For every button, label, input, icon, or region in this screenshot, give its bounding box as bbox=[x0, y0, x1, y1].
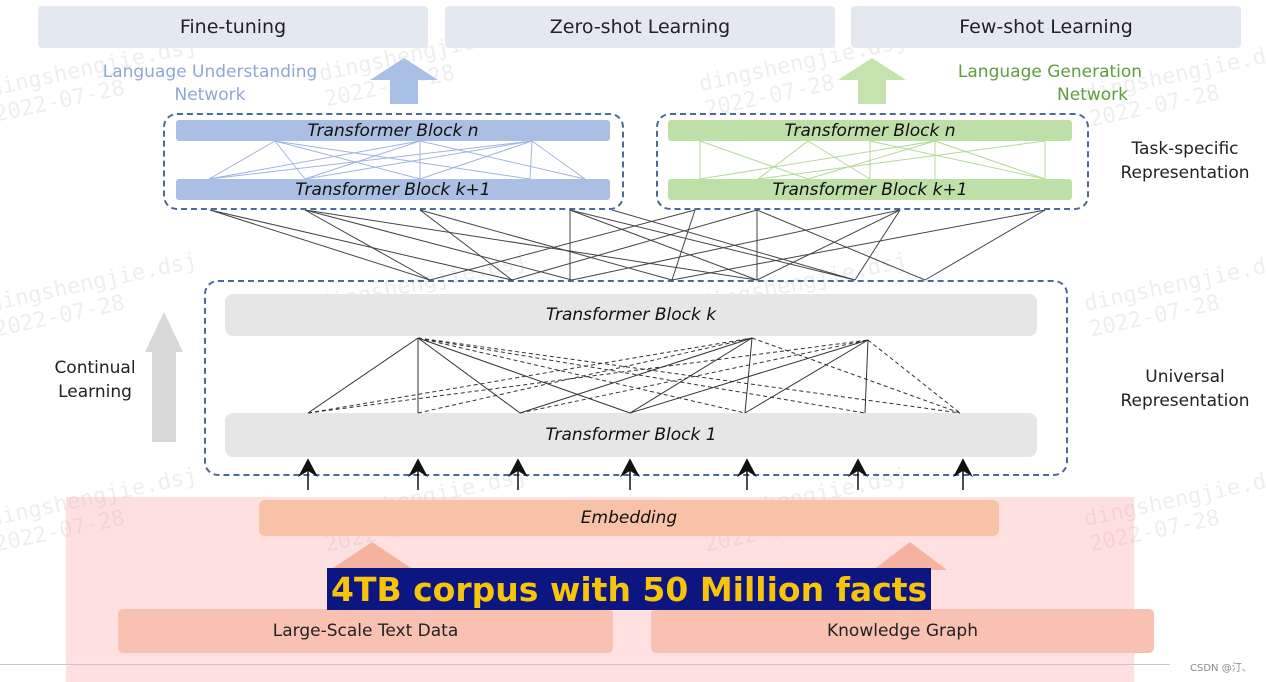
corpus-banner: 4TB corpus with 50 Million facts bbox=[327, 568, 932, 610]
credit-text: CSDN @汀、 bbox=[1190, 663, 1252, 674]
understanding-network-label: Language Understanding Network bbox=[102, 62, 318, 105]
universal-representation-group bbox=[204, 280, 1068, 476]
transformer-block-1: Transformer Block 1 bbox=[225, 413, 1037, 457]
divider bbox=[0, 664, 1170, 665]
continual-learning-label: Continual Learning bbox=[54, 358, 136, 402]
green-transformer-block-n: Transformer Block n bbox=[668, 120, 1072, 141]
up-arrow-icon bbox=[370, 58, 438, 104]
knowledge-graph-box: Knowledge Graph bbox=[651, 609, 1154, 653]
universal-label: Universal Representation bbox=[1120, 367, 1250, 411]
up-arrow-icon bbox=[145, 312, 183, 442]
fine-tuning-box: Fine-tuning bbox=[38, 6, 428, 48]
generation-network-group bbox=[656, 113, 1089, 210]
blue-transformer-block-k1: Transformer Block k+1 bbox=[176, 179, 610, 200]
task-specific-label: Task-specific Representation bbox=[1120, 139, 1250, 183]
transformer-block-k: Transformer Block k bbox=[225, 294, 1037, 336]
embedding-bar: Embedding bbox=[259, 500, 999, 536]
understanding-network-group bbox=[163, 113, 624, 210]
green-transformer-block-k1: Transformer Block k+1 bbox=[668, 179, 1072, 200]
few-shot-box: Few-shot Learning bbox=[851, 6, 1241, 48]
zero-shot-box: Zero-shot Learning bbox=[445, 6, 835, 48]
blue-transformer-block-n: Transformer Block n bbox=[176, 120, 610, 141]
text-data-box: Large-Scale Text Data bbox=[118, 609, 613, 653]
generation-network-label: Language Generation Network bbox=[957, 62, 1143, 105]
input-arrows bbox=[298, 458, 973, 490]
up-arrow-icon bbox=[838, 58, 906, 104]
